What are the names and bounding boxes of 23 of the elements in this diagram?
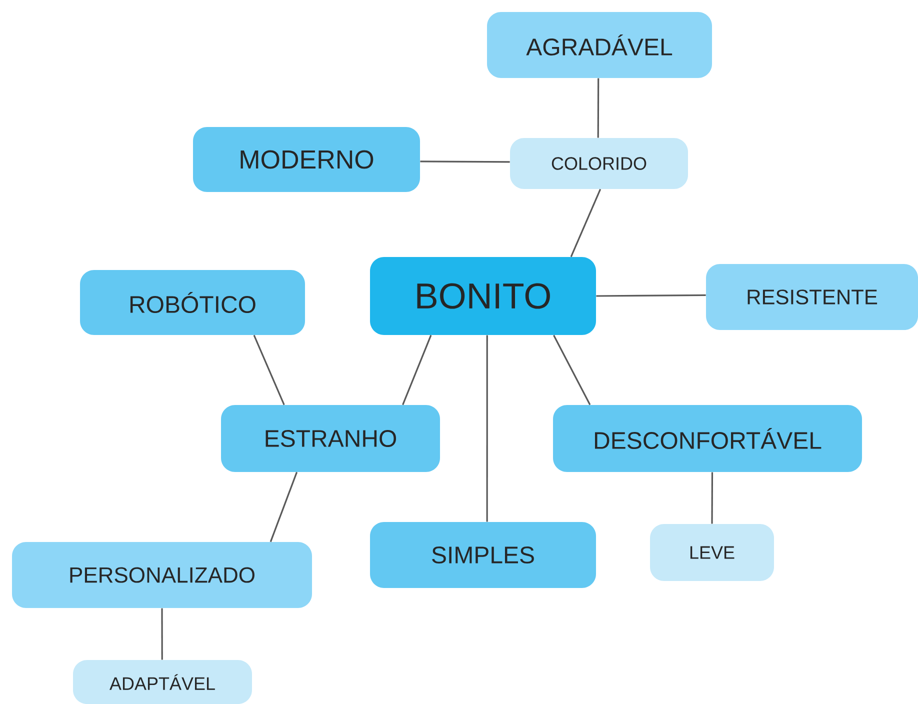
concept-box: MODERNO — [193, 127, 420, 192]
concept-box: DESCONFORTÁVEL — [553, 405, 862, 472]
concept-box: COLORIDO — [510, 138, 688, 189]
connector-line — [270, 472, 298, 542]
connector-line — [596, 294, 706, 297]
connector-line — [553, 334, 591, 406]
connector-line — [402, 334, 432, 406]
connector-line — [253, 334, 285, 406]
concept-box: BONITO — [370, 257, 596, 335]
concept-box: RESISTENTE — [706, 264, 918, 330]
connector-line — [711, 472, 714, 524]
concept-box: ROBÓTICO — [80, 270, 305, 335]
concept-box: PERSONALIZADO — [12, 542, 312, 608]
connector-line — [570, 188, 602, 258]
concept-box: AGRADÁVEL — [487, 12, 712, 78]
concept-box: LEVE — [650, 524, 774, 581]
concept-box: ESTRANHO — [221, 405, 440, 472]
connector-line — [486, 335, 488, 522]
connector-line — [420, 160, 510, 163]
concept-box: ADAPTÁVEL — [73, 660, 252, 704]
connector-line — [161, 608, 163, 660]
connector-line — [597, 78, 600, 138]
concept-box: SIMPLES — [370, 522, 596, 588]
